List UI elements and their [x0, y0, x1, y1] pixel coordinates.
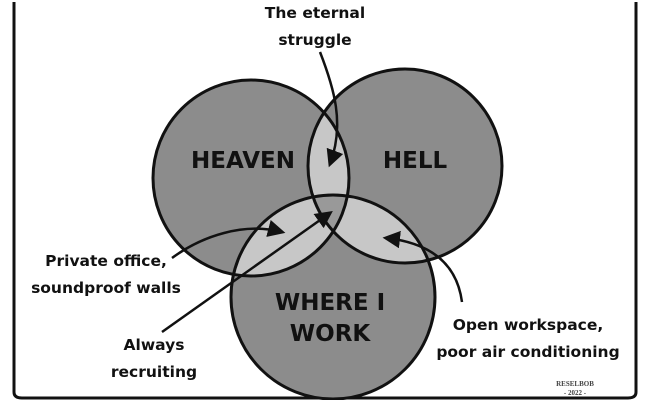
label-heaven: HEAVEN — [191, 148, 295, 174]
arrow-right — [382, 230, 464, 303]
arrow-top — [318, 51, 344, 168]
annotation-top-line1: The eternal — [265, 4, 365, 22]
annotation-top-line2: struggle — [278, 31, 351, 49]
annotation-left-line2: soundproof walls — [31, 279, 181, 297]
label-work-line2: WORK — [290, 321, 372, 347]
annotation-right-line1: Open workspace, — [453, 316, 604, 334]
arrow-left — [171, 219, 286, 260]
annotation-bottom-line1: Always — [124, 336, 185, 354]
circle-where-i-work-outline — [229, 193, 437, 400]
label-hell: HELL — [383, 148, 448, 174]
signature-name: RESELBOB — [556, 380, 594, 388]
arrow-bottom — [161, 210, 333, 334]
circle-hell-outline — [306, 67, 504, 265]
label-work-line1: WHERE I — [275, 290, 385, 316]
signature-year: - 2022 - — [564, 389, 587, 397]
annotation-left-line1: Private office, — [45, 252, 167, 270]
annotation-right-line2: poor air conditioning — [436, 343, 619, 361]
annotation-bottom-line2: recruiting — [111, 363, 197, 381]
circle-heaven-outline — [151, 78, 351, 278]
